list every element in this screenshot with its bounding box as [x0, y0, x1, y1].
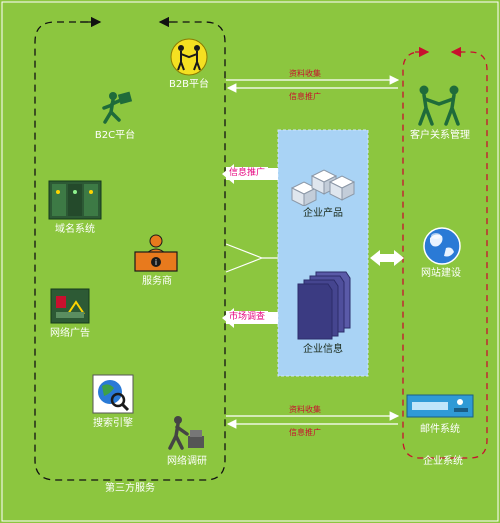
mail-device-icon [406, 394, 474, 418]
ad-icon [50, 288, 90, 324]
server-icon [48, 180, 102, 220]
node-label-search: 搜索引擎 [93, 418, 133, 429]
flow-label-bottom-collect: 资料收集 [289, 405, 321, 414]
node-label-ad: 网络广告 [50, 328, 90, 339]
documents-icon [297, 271, 351, 340]
flow-label-top-promote: 信息推广 [289, 92, 321, 101]
flow-label-top-collect: 资料收集 [289, 69, 321, 78]
person-desk-icon: i [134, 234, 178, 272]
runner-icon [102, 91, 133, 124]
globe-icon [423, 227, 461, 265]
center-label-info: 企业信息 [303, 344, 343, 355]
node-label-b2c: B2C平台 [94, 130, 136, 141]
center-website-arrow [370, 250, 404, 266]
svg-text:i: i [155, 258, 157, 267]
flow-tag-mid-promote: 信息推广 [226, 167, 269, 180]
funnel-lines [225, 243, 278, 273]
cubes-icon [290, 169, 356, 206]
enterprise-title: 企业系统 [423, 456, 463, 467]
flow-label-bottom-promote: 信息推广 [289, 428, 321, 437]
node-label-research: 网络调研 [167, 456, 207, 467]
third-party-title: 第三方服务 [105, 483, 155, 494]
node-label-service: 服务商 [142, 276, 172, 287]
node-label-crm: 客户关系管理 [410, 130, 470, 141]
flow-tag-mid-research: 市场调查 [226, 311, 269, 324]
node-label-b2b: B2B平台 [168, 79, 210, 90]
enterprise-group-border [402, 51, 488, 459]
handshake-icon [170, 38, 208, 76]
worker-icon [168, 416, 204, 450]
third-party-group-border [34, 21, 226, 481]
node-label-domain: 域名系统 [55, 224, 95, 235]
center-label-product: 企业产品 [303, 208, 343, 219]
crm-handshake-icon [418, 85, 460, 126]
node-label-mail: 邮件系统 [420, 424, 460, 435]
globe-search-icon [92, 374, 134, 414]
node-label-website: 网站建设 [421, 268, 461, 279]
